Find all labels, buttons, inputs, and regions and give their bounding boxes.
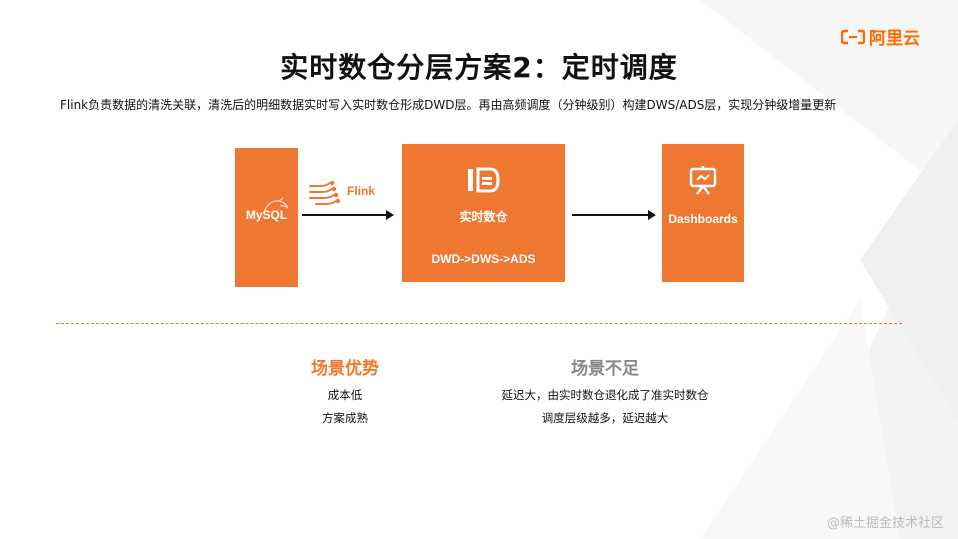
warehouse-database-icon	[468, 167, 500, 193]
realtime-warehouse-box: 实时数仓 DWD->DWS->ADS	[402, 144, 565, 282]
pros-item: 成本低	[327, 388, 363, 402]
mysql-label: MySQL	[245, 208, 288, 222]
dashboard-screen-icon	[689, 166, 717, 195]
cons-title: 场景不足	[571, 359, 639, 379]
dashboards-label: Dashboards	[668, 212, 738, 226]
brand-logo: 阿里云	[841, 24, 920, 49]
pros-title: 场景优势	[311, 359, 379, 379]
cons-list: 延迟大，由实时数仓退化成了准实时数仓 调度层级越多，延迟越大	[470, 384, 740, 430]
aliyun-logo-icon	[841, 29, 865, 44]
cons-item: 延迟大，由实时数仓退化成了准实时数仓	[501, 388, 709, 402]
warehouse-label: 实时数仓	[459, 210, 508, 224]
mysql-dolphin-icon	[263, 197, 289, 213]
arrow-right-icon	[572, 210, 656, 220]
arrow-right-icon	[302, 210, 394, 220]
warehouse-layers: DWD->DWS->ADS	[431, 252, 536, 266]
flink-stream-icon	[309, 180, 341, 205]
mysql-source-box: MySQL	[235, 148, 298, 287]
pros-item: 方案成熟	[322, 411, 368, 425]
page-title: 实时数仓分层方案2：定时调度	[280, 51, 678, 84]
watermark: @稀土掘金技术社区	[826, 516, 944, 531]
page-subtitle: Flink负责数据的清洗关联，清洗后的明细数据实时写入实时数仓形成DWD层。再由…	[60, 98, 837, 112]
section-divider	[56, 323, 902, 324]
brand-logo-text: 阿里云	[869, 29, 920, 49]
flink-label: Flink	[347, 184, 376, 198]
pros-list: 成本低 方案成熟	[290, 384, 400, 430]
dashboards-box: Dashboards	[662, 144, 744, 282]
cons-item: 调度层级越多，延迟越大	[541, 411, 669, 425]
